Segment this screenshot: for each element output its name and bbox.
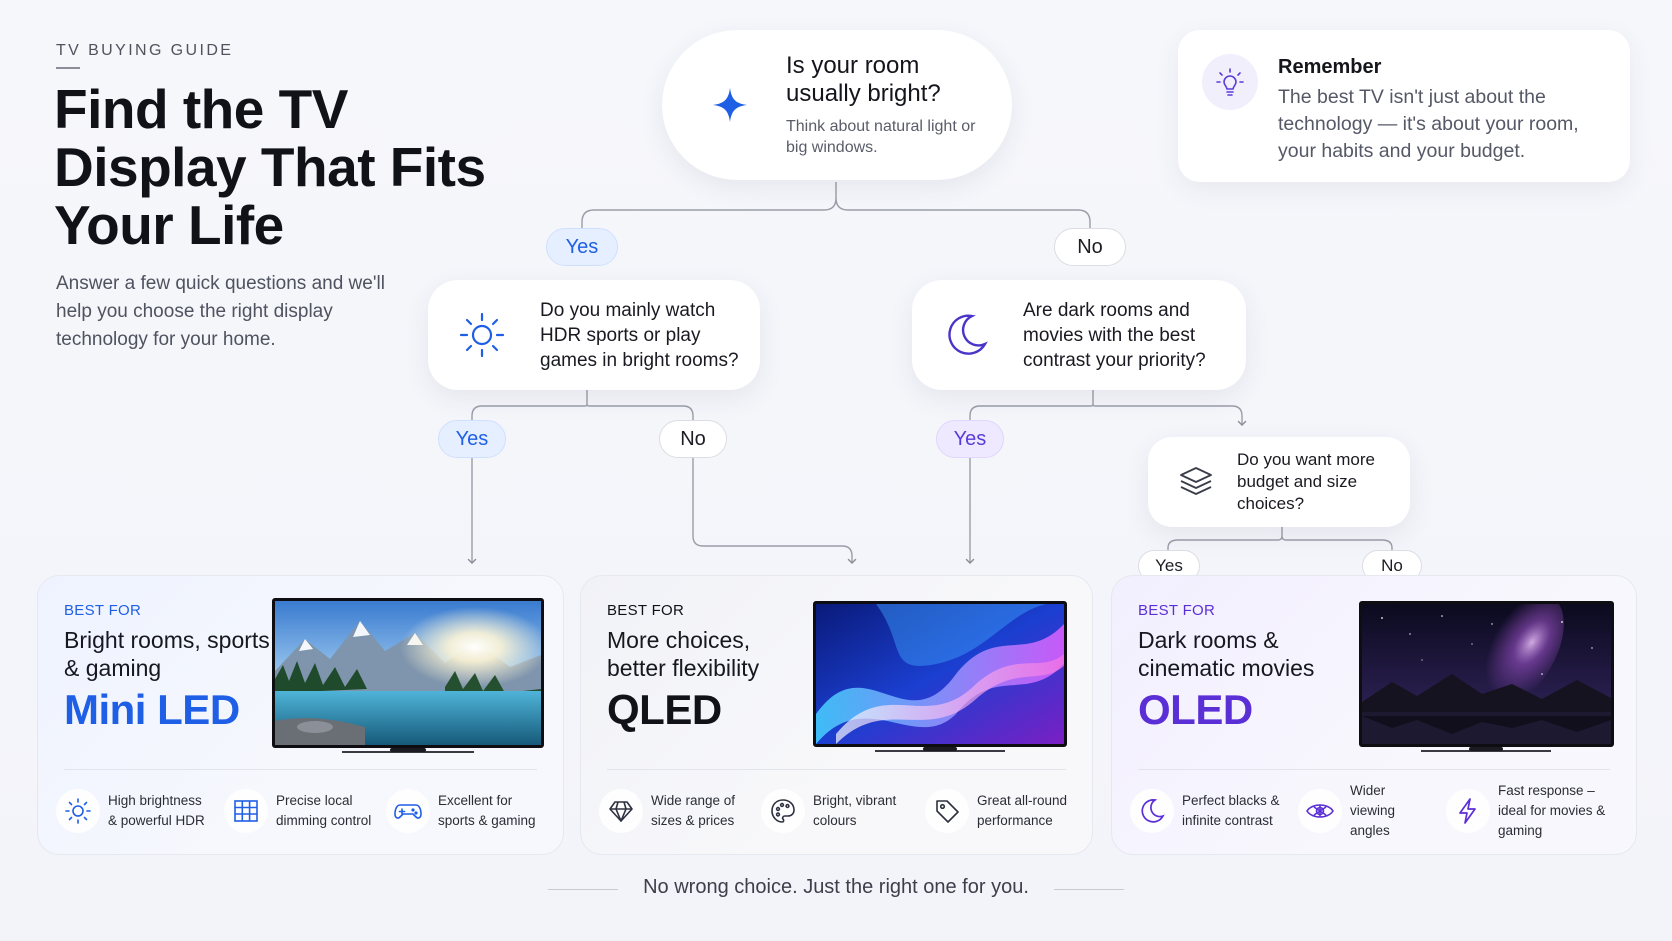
best-for-label: BEST FOR — [1138, 602, 1216, 619]
feature-text: Excellent for sports & gaming — [438, 793, 536, 828]
answer-no-hdr-sports[interactable]: No — [659, 420, 727, 458]
remember-title: Remember — [1278, 56, 1382, 78]
feature-item: High brightness & powerful HDR — [56, 784, 224, 838]
question-title: Is your room usually bright? — [786, 52, 941, 107]
footer-rule-right — [1054, 889, 1124, 890]
feature-text: Great all-round performance — [977, 793, 1068, 828]
connector-root — [581, 182, 1091, 228]
connector-dark — [969, 390, 1242, 425]
connector-budget — [1167, 527, 1393, 550]
answer-yes-hdr-sports[interactable]: Yes — [438, 420, 506, 458]
question-hdr-sports[interactable]: Do you mainly watch HDR sports or play g… — [428, 280, 760, 390]
result-card-qled[interactable]: BEST FOR More choices, better flexibilit… — [580, 575, 1093, 855]
result-card-miniled[interactable]: BEST FOR Bright rooms, sports & gaming M… — [37, 575, 564, 855]
result-technology-name: Mini LED — [64, 686, 240, 733]
feature-text: Fast response – ideal for movies & gamin… — [1498, 783, 1606, 838]
tv-image-oled — [1359, 601, 1614, 752]
eyebrow: TV BUYING GUIDE — [56, 42, 234, 59]
moon-icon — [1130, 789, 1174, 833]
diamond-icon — [599, 789, 643, 833]
feature-item: Wider viewing angles — [1298, 783, 1446, 838]
feature-list: Wide range of sizes & prices Bright, vib… — [599, 784, 1082, 838]
lightning-icon — [1446, 789, 1490, 833]
question-text: Are dark rooms and movies with the best … — [1023, 299, 1206, 371]
connector-bright — [471, 390, 694, 420]
best-for-label: BEST FOR — [607, 602, 685, 619]
eyebrow-rule — [56, 67, 80, 69]
feature-item: Great all-round performance — [925, 784, 1075, 838]
best-for-label: BEST FOR — [64, 602, 142, 619]
feature-list: Perfect blacks & infinite contrast Wider… — [1130, 783, 1626, 838]
connector-bright-no — [692, 458, 857, 564]
question-room-bright[interactable]: Is your room usually bright? Think about… — [662, 30, 1012, 180]
remember-card: Remember The best TV isn't just about th… — [1178, 30, 1630, 182]
intro-text: Answer a few quick questions and we'll h… — [56, 273, 385, 350]
page-title: Find the TV Display That Fits Your Life — [54, 78, 486, 256]
question-subtitle: Think about natural light or big windows… — [786, 118, 976, 156]
footer-tagline: No wrong choice. Just the right one for … — [643, 876, 1029, 898]
result-title: Dark rooms & cinematic movies — [1138, 627, 1315, 681]
tag-icon — [925, 789, 969, 833]
question-budget-size[interactable]: Do you want more budget and size choices… — [1148, 437, 1410, 527]
question-dark-contrast[interactable]: Are dark rooms and movies with the best … — [912, 280, 1246, 390]
feature-item: Fast response – ideal for movies & gamin… — [1446, 783, 1626, 838]
feature-item: Bright, vibrant colours — [761, 784, 925, 838]
eye-icon — [1298, 789, 1342, 833]
question-text: Do you want more budget and size choices… — [1237, 450, 1375, 513]
feature-item: Precise local dimming control — [224, 784, 386, 838]
card-divider — [607, 769, 1066, 770]
tv-image-miniled — [272, 598, 544, 758]
result-title: More choices, better flexibility — [607, 627, 760, 681]
gamepad-icon — [386, 789, 430, 833]
answer-yes-room-bright[interactable]: Yes — [546, 228, 618, 266]
feature-text: Wide range of sizes & prices — [651, 793, 736, 828]
layers-icon — [1176, 463, 1216, 501]
tv-image-qled — [813, 601, 1067, 752]
moon-icon — [942, 311, 990, 359]
result-technology-name: QLED — [607, 686, 722, 733]
result-title: Bright rooms, sports & gaming — [64, 627, 270, 681]
feature-text: Precise local dimming control — [276, 793, 372, 828]
answer-no-room-bright[interactable]: No — [1054, 228, 1126, 266]
grid-icon — [224, 789, 268, 833]
palette-icon — [761, 789, 805, 833]
remember-body: The best TV isn't just about the technol… — [1278, 86, 1579, 162]
footer-rule-left — [548, 889, 618, 890]
lightbulb-icon — [1202, 54, 1258, 110]
feature-list: High brightness & powerful HDR Precise l… — [56, 784, 553, 838]
sparkle-icon — [700, 86, 760, 124]
feature-text: Wider viewing angles — [1350, 783, 1396, 838]
feature-text: Bright, vibrant colours — [813, 793, 897, 828]
answer-yes-dark-contrast[interactable]: Yes — [936, 420, 1004, 458]
result-technology-name: OLED — [1138, 686, 1253, 733]
question-text: Do you mainly watch HDR sports or play g… — [540, 299, 739, 371]
feature-text: High brightness & powerful HDR — [108, 793, 205, 828]
card-divider — [1138, 769, 1610, 770]
result-card-oled[interactable]: BEST FOR Dark rooms & cinematic movies O… — [1111, 575, 1637, 855]
feature-text: Perfect blacks & infinite contrast — [1182, 793, 1280, 828]
sun-icon — [56, 789, 100, 833]
card-divider — [64, 769, 537, 770]
sun-icon — [456, 310, 508, 360]
feature-item: Wide range of sizes & prices — [599, 784, 761, 838]
feature-item: Perfect blacks & infinite contrast — [1130, 784, 1298, 838]
feature-item: Excellent for sports & gaming — [386, 784, 536, 838]
